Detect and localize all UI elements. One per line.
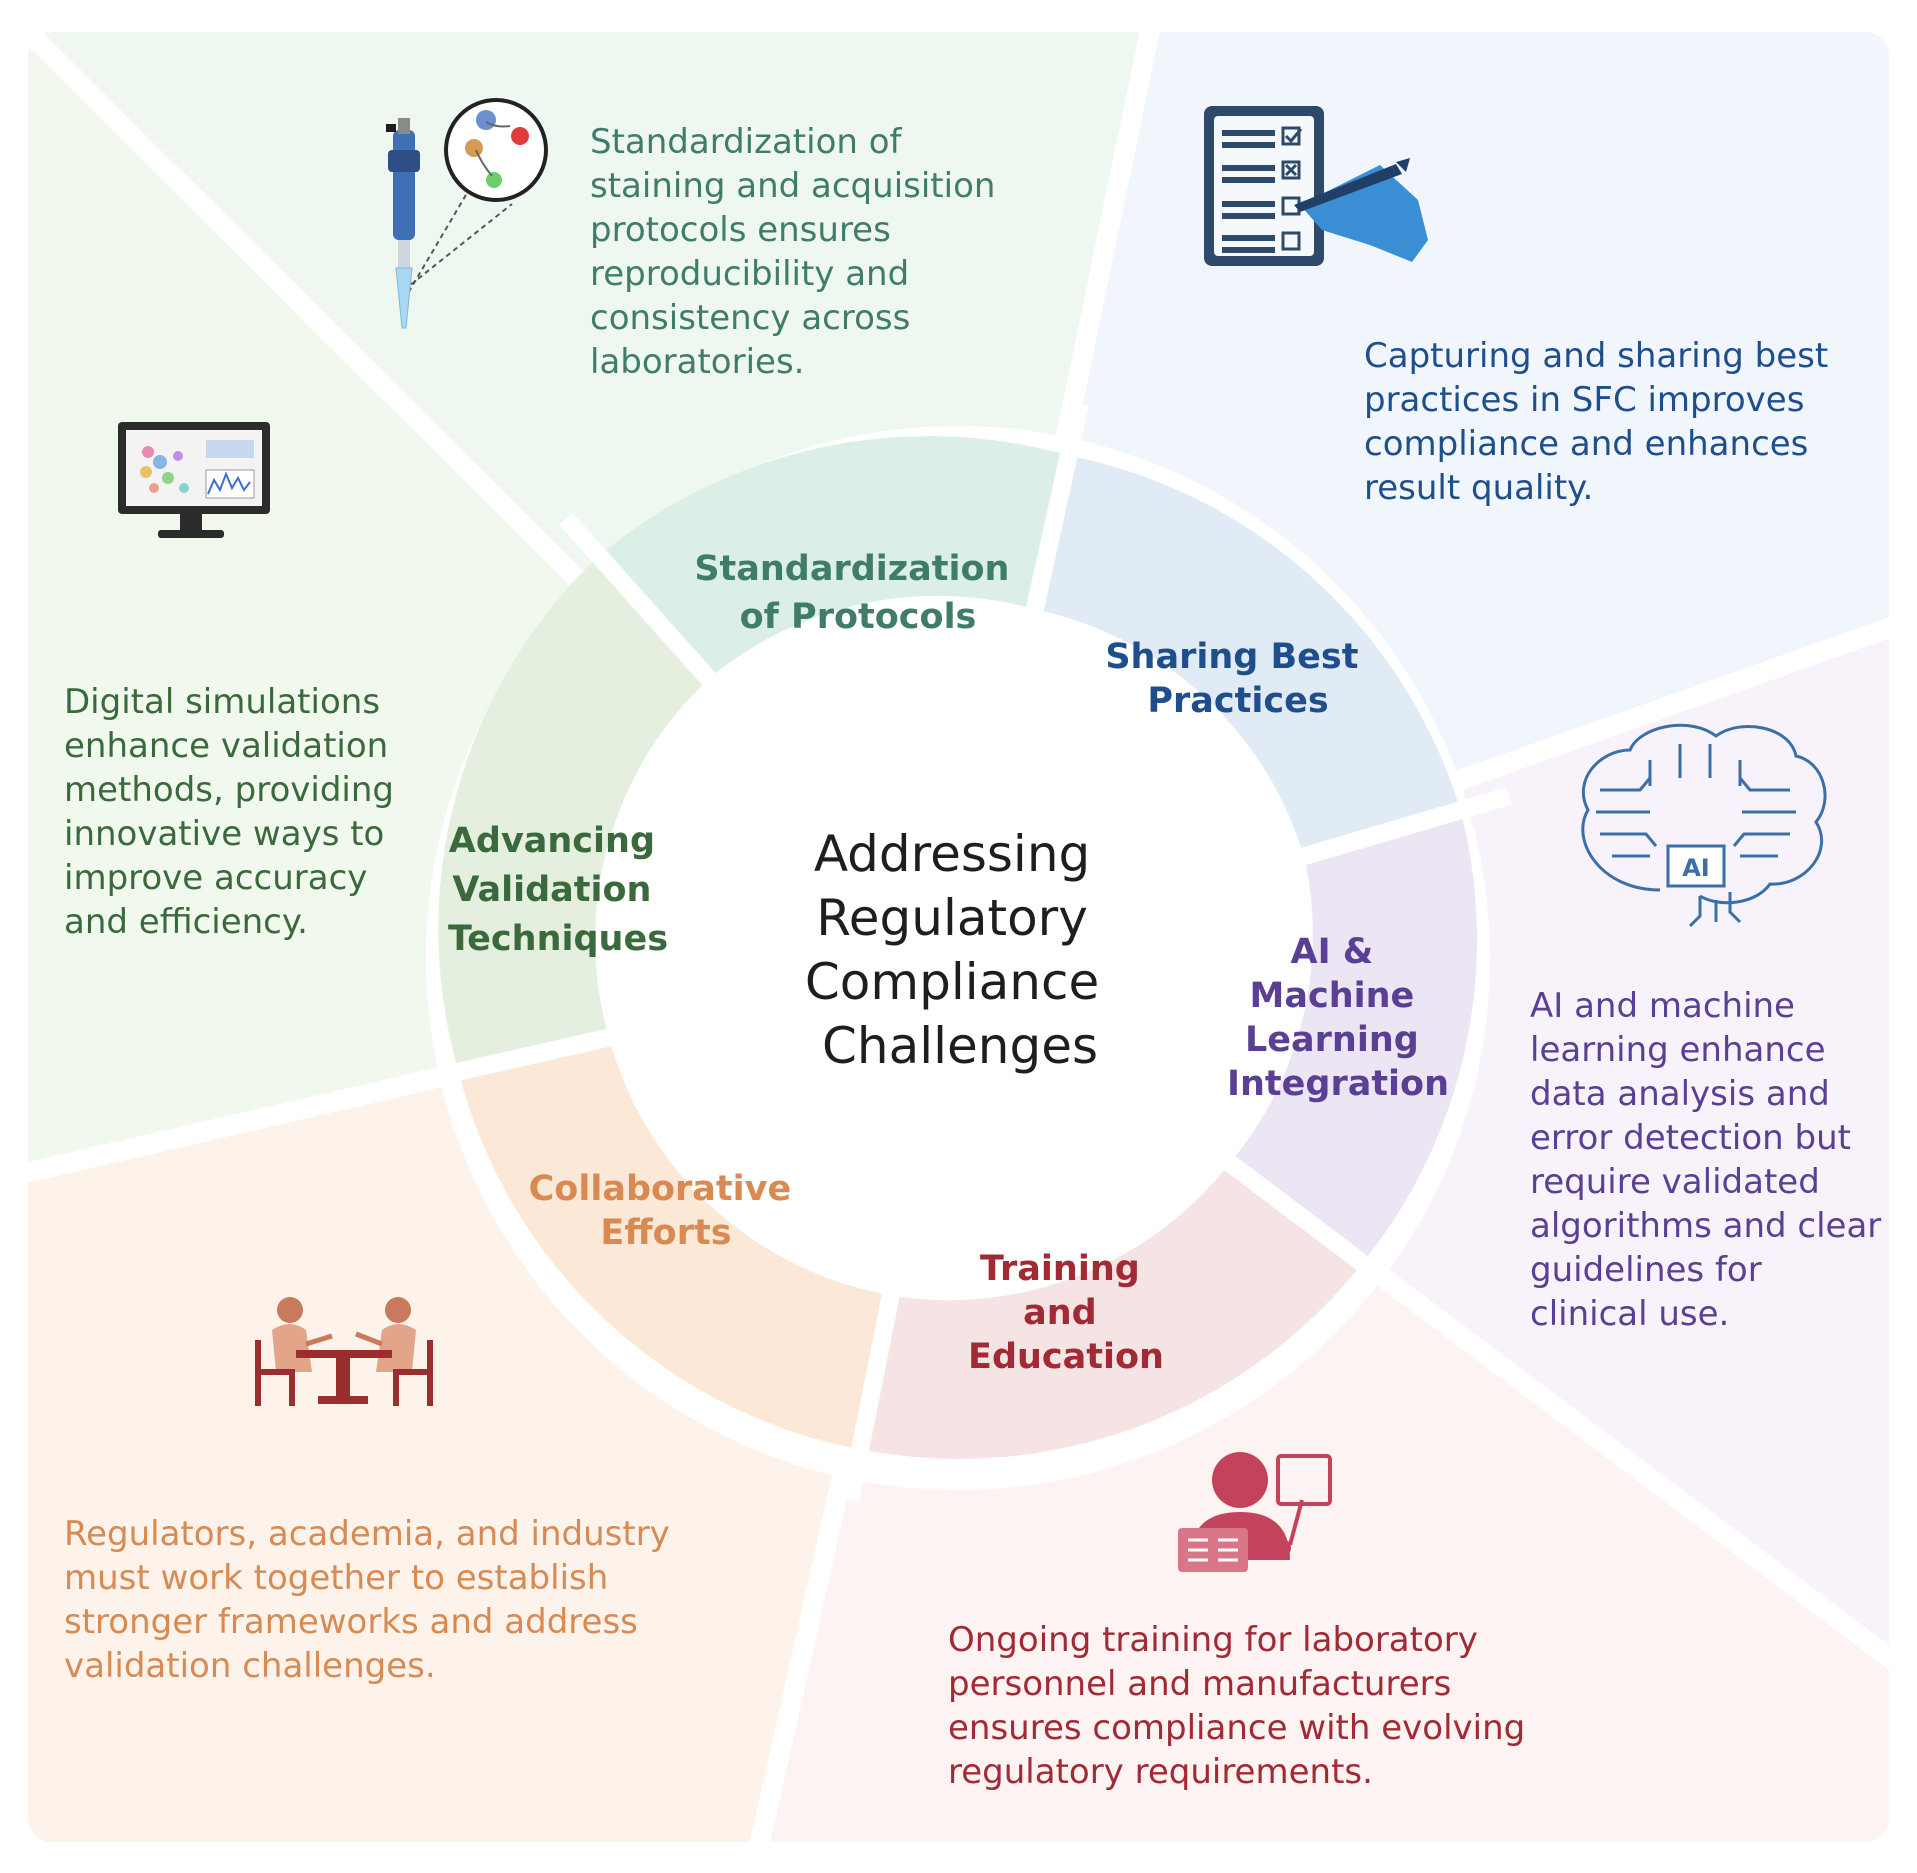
center-title-line: Regulatory <box>816 889 1088 947</box>
ring-label-training: Training and Education <box>968 1249 1164 1377</box>
ring-label-line: Practices <box>1147 681 1328 721</box>
ring-segment-validation[interactable] <box>438 555 710 1073</box>
center-title: Addressing Regulatory Compliance Challen… <box>805 825 1115 1075</box>
description-sharing: Capturing and sharing best practices in … <box>1364 336 1829 508</box>
ring-label-sharing: Sharing Best Practices <box>1105 637 1370 721</box>
description-training: Ongoing training for laboratory personne… <box>948 1620 1526 1792</box>
ring-label-standardization: Standardization of Protocols <box>694 549 1021 637</box>
ring-label-line: AI & <box>1290 932 1373 972</box>
ring-label-line: Validation <box>452 870 651 910</box>
ring-segment-ai[interactable] <box>1229 811 1478 1264</box>
ai-brain-icon: AI <box>1581 723 1827 928</box>
computer-monitor-icon <box>118 422 270 538</box>
ring-label-line: Collaborative <box>529 1169 792 1209</box>
svg-text:AI: AI <box>1682 854 1710 882</box>
ring-label-line: and <box>1023 1293 1097 1333</box>
ring-segment-collaborative[interactable] <box>458 1038 893 1450</box>
teacher-presentation-icon <box>1178 1452 1332 1572</box>
ring-label-line: Machine <box>1250 976 1415 1016</box>
center-circle <box>692 692 1224 1224</box>
people-at-table-icon <box>255 1297 433 1406</box>
ring-segment-training[interactable] <box>860 1163 1363 1459</box>
ring-label-line: of Protocols <box>740 597 977 637</box>
description-standardization: Standardization of staining and acquisit… <box>590 122 996 382</box>
ring-label-line: Standardization <box>694 549 1009 589</box>
ring-label-line: Education <box>968 1337 1164 1377</box>
ring-label-line: Learning <box>1245 1020 1419 1060</box>
description-validation: Digital simulations enhance validation m… <box>64 682 394 942</box>
ring-label-validation: Advancing Validation Techniques <box>448 821 668 959</box>
ring-label-line: Efforts <box>600 1213 731 1253</box>
ring-label-ai: AI & Machine Learning Integration <box>1227 932 1449 1104</box>
ring-label-line: Training <box>980 1249 1140 1289</box>
ring-segments <box>407 402 1512 1502</box>
checklist-hand-pen-icon <box>1204 106 1428 266</box>
ring-label-collaborative: Collaborative Efforts <box>529 1169 804 1253</box>
ring-segment-standardization[interactable] <box>598 436 1070 679</box>
center-title-line: Challenges <box>822 1017 1098 1075</box>
description-collaborative: Regulators, academia, and industry must … <box>64 1514 670 1686</box>
ring-label-line: Techniques <box>448 919 668 959</box>
ring-label-line: Sharing Best <box>1105 637 1358 677</box>
ring-label-line: Advancing <box>449 821 655 861</box>
ring-segment-sharing[interactable] <box>1034 455 1461 861</box>
pipette-and-cells-icon <box>386 98 548 329</box>
ring-label-line: Integration <box>1227 1064 1449 1104</box>
center-title-line: Addressing <box>814 825 1090 883</box>
center-title-line: Compliance <box>805 953 1099 1011</box>
description-ai: AI and machine learning enhance data ana… <box>1530 986 1882 1334</box>
